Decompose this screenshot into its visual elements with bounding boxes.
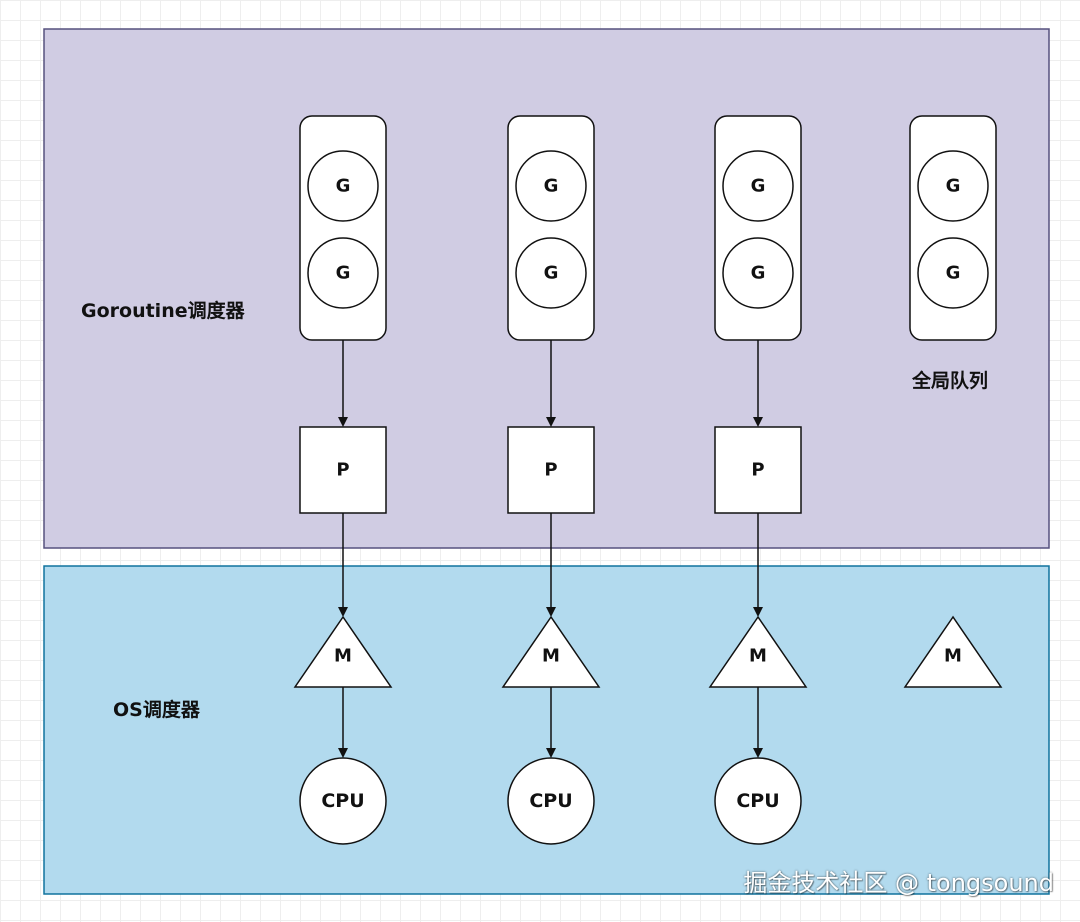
machine-label: M [542,646,560,667]
cpu-1: CPU [299,757,387,845]
idle-machine: M [903,615,1003,688]
os-scheduler-label: OS调度器 [113,699,200,721]
os-scheduler-region [43,565,1050,895]
cpu-3: CPU [714,757,802,845]
machine-triangle [293,615,393,688]
goroutine-label: G [336,176,351,197]
cpu-label: CPU [736,790,779,812]
cpu-circle [299,757,387,845]
local-queue-2: GG [507,115,595,341]
goroutine-label: G [751,263,766,284]
global-queue-label: 全局队列 [912,370,989,392]
cpu-label: CPU [321,790,364,812]
goroutine-node [917,150,989,222]
cpu-circle [714,757,802,845]
goroutine-label: G [751,176,766,197]
goroutine-label: G [544,176,559,197]
machine-triangle [501,615,601,688]
machine-1: M [293,615,393,688]
goroutine-node [515,150,587,222]
machine-triangle [708,615,808,688]
processor-3: P [714,426,802,514]
goroutine-label: G [336,263,351,284]
processor-box [714,426,802,514]
processor-2: P [507,426,595,514]
goroutine-label: G [946,176,961,197]
local-queue-3: GG [714,115,802,341]
machine-2: M [501,615,601,688]
global-queue: GG [909,115,997,341]
cpu-2: CPU [507,757,595,845]
cpu-circle [507,757,595,845]
machine-label: M [944,646,962,667]
watermark: 掘金技术社区 @ tongsound [743,869,1054,897]
goroutine-scheduler-label: Goroutine调度器 [81,300,245,322]
goroutine-node [722,150,794,222]
goroutine-node [722,237,794,309]
cpu-label: CPU [529,790,572,812]
machine-label: M [334,646,352,667]
processor-label: P [544,460,557,481]
processor-label: P [336,460,349,481]
machine-3: M [708,615,808,688]
machine-label: M [749,646,767,667]
processor-box [299,426,387,514]
edges-group [338,340,763,758]
goroutine-node [307,237,379,309]
goroutine-node [307,150,379,222]
goroutine-node [917,237,989,309]
processor-label: P [751,460,764,481]
processor-1: P [299,426,387,514]
goroutine-node [515,237,587,309]
goroutine-label: G [946,263,961,284]
machine-triangle [903,615,1003,688]
local-queue-1: GG [299,115,387,341]
goroutine-label: G [544,263,559,284]
processor-box [507,426,595,514]
